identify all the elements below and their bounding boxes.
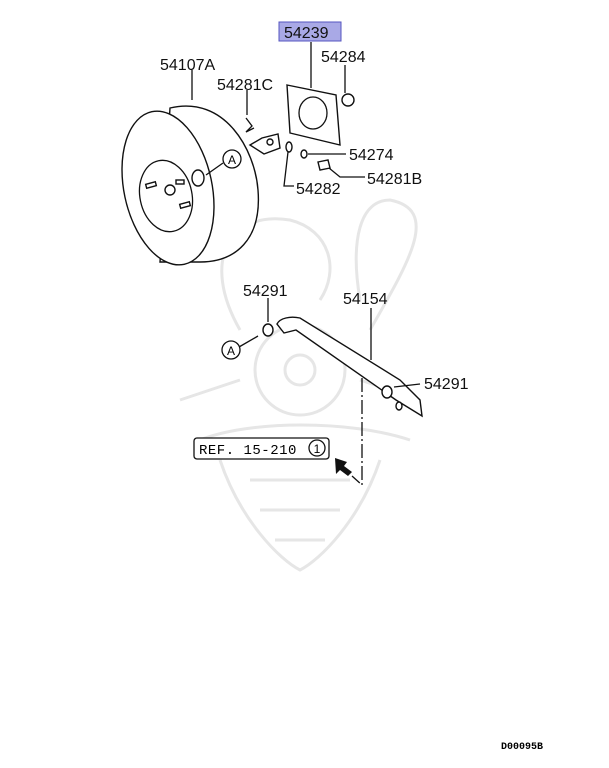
pin-54281b[interactable] xyxy=(317,159,331,171)
label-54284[interactable]: 54284 xyxy=(321,49,366,66)
brake-booster[interactable] xyxy=(109,103,281,274)
label-54107a[interactable]: 54107A xyxy=(160,57,215,74)
label-54154[interactable]: 54154 xyxy=(343,291,388,308)
label-54281b[interactable]: 54281B xyxy=(367,171,422,188)
clip-54281c[interactable] xyxy=(245,117,255,133)
svg-text:A: A xyxy=(228,153,236,167)
reference-box[interactable]: REF. 15-210 1 xyxy=(193,437,330,460)
reference-number: 1 xyxy=(314,442,321,456)
vacuum-hose-54154[interactable] xyxy=(276,316,423,418)
label-54282[interactable]: 54282 xyxy=(296,181,341,198)
highlight-box xyxy=(278,21,342,42)
reference-text: REF. 15-210 xyxy=(199,443,297,459)
diagram-code: D00095B xyxy=(501,742,543,753)
washer-54282[interactable] xyxy=(285,141,293,153)
label-54291-upper[interactable]: 54291 xyxy=(243,283,288,300)
label-54274[interactable]: 54274 xyxy=(349,147,394,164)
label-54291-lower[interactable]: 54291 xyxy=(424,376,469,393)
nut-54284[interactable] xyxy=(341,93,355,107)
connector-marker-a-bottom: A xyxy=(221,340,241,360)
svg-text:A: A xyxy=(227,344,235,358)
gasket-54239[interactable] xyxy=(286,84,341,146)
label-54239[interactable]: 54239 xyxy=(284,25,329,42)
arrow-icon xyxy=(335,458,352,476)
o-ring-54274[interactable] xyxy=(300,149,308,159)
watermark-logo xyxy=(179,198,421,572)
label-54281c[interactable]: 54281C xyxy=(217,77,273,94)
hose-clamp-upper[interactable] xyxy=(262,323,274,337)
connector-marker-a-top: A xyxy=(222,149,242,169)
